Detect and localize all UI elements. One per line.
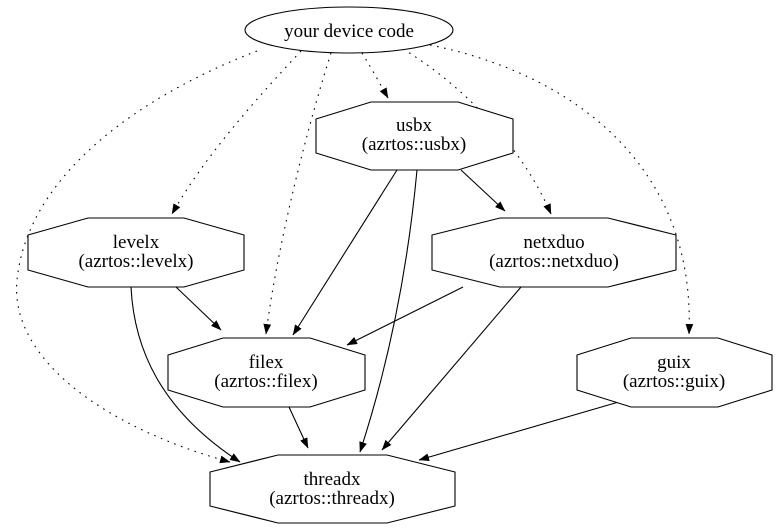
edge-levelx-filex — [175, 286, 222, 331]
node-filex: filex (azrtos::filex) — [167, 337, 366, 408]
node-usbx: usbx (azrtos::usbx) — [315, 101, 514, 171]
node-netxduo-shape — [431, 217, 677, 288]
edge-usbx-netxduo — [460, 169, 506, 212]
nodes-layer: your device code usbx (azrtos::usbx) lev… — [27, 6, 773, 524]
edges-layer — [16, 44, 694, 464]
edge-guix-threadx — [418, 398, 630, 461]
node-guix: guix (azrtos::guix) — [576, 337, 773, 408]
node-netxduo: netxduo (azrtos::netxduo) — [431, 217, 677, 288]
edge-device-usbx — [361, 52, 389, 99]
node-filex-shape — [167, 337, 366, 408]
node-guix-label: guix — [657, 352, 691, 373]
node-levelx: levelx (azrtos::levelx) — [27, 217, 245, 288]
node-levelx-sublabel: (azrtos::levelx) — [78, 251, 193, 272]
node-levelx-label: levelx — [113, 232, 160, 253]
edge-device-filex — [263, 52, 332, 335]
node-threadx-sublabel: (azrtos::threadx) — [269, 488, 395, 509]
node-your-device-code-shape — [244, 6, 454, 54]
edge-filex-threadx — [288, 406, 309, 449]
node-threadx-shape — [209, 454, 456, 524]
node-usbx-shape — [315, 101, 514, 171]
node-guix-sublabel: (azrtos::guix) — [623, 371, 725, 392]
node-threadx-label: threadx — [304, 469, 361, 490]
edge-levelx-threadx — [130, 286, 241, 463]
node-levelx-shape — [27, 217, 245, 288]
node-usbx-label: usbx — [396, 115, 432, 136]
node-your-device-code-label: your device code — [284, 21, 414, 42]
edge-usbx-filex — [292, 169, 398, 336]
node-guix-shape — [576, 337, 773, 408]
edge-device-guix — [429, 44, 694, 335]
node-filex-sublabel: (azrtos::filex) — [214, 371, 317, 392]
node-netxduo-sublabel: (azrtos::netxduo) — [489, 251, 619, 272]
node-your-device-code: your device code — [244, 6, 454, 54]
edge-device-threadx — [16, 50, 258, 464]
edge-usbx-threadx — [359, 169, 418, 453]
node-filex-label: filex — [249, 352, 284, 373]
edge-netxduo-filex — [346, 286, 464, 346]
edge-netxduo-threadx — [381, 286, 522, 451]
node-netxduo-label: netxduo — [523, 232, 584, 253]
node-threadx: threadx (azrtos::threadx) — [209, 454, 456, 524]
edge-device-levelx — [171, 50, 302, 215]
node-usbx-sublabel: (azrtos::usbx) — [362, 134, 466, 155]
